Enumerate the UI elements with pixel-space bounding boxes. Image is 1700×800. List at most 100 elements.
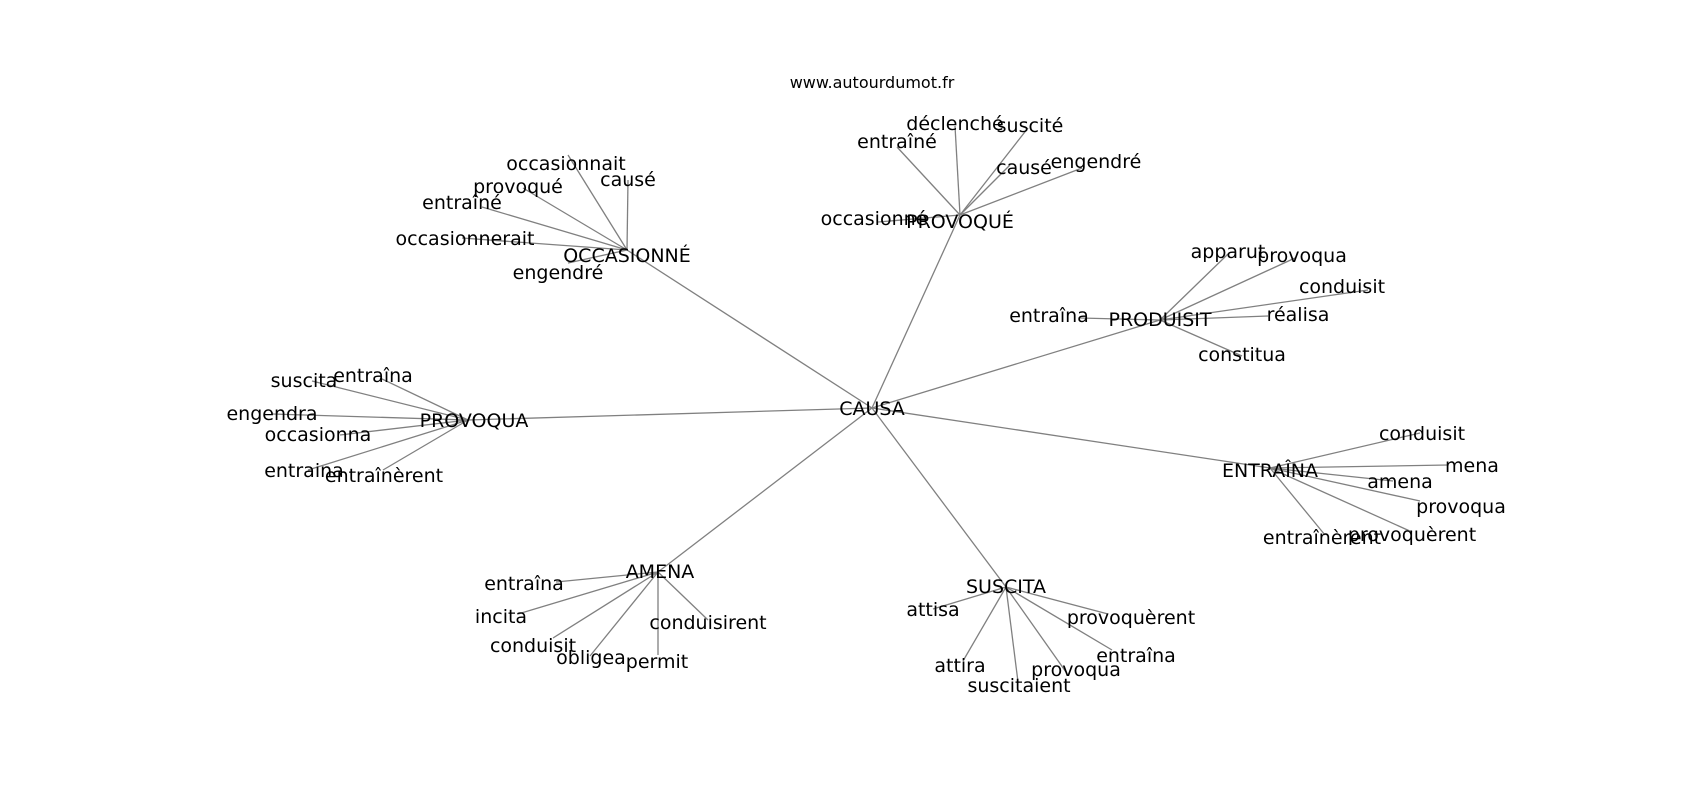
edge-hub-to-leaf [959, 167, 1083, 216]
leaf-word[interactable]: conduisirent [649, 612, 766, 634]
edge-hub-to-leaf [1005, 586, 1109, 615]
leaf-word[interactable]: entraîna [484, 573, 564, 595]
leaf-word[interactable]: causé [600, 169, 656, 191]
edge-hub-to-leaf [1079, 317, 1161, 321]
leaf-word[interactable]: provoquèrent [1067, 607, 1195, 629]
leaf-word[interactable]: conduisit [1299, 276, 1385, 298]
edge-hub-to-leaf [1159, 315, 1269, 321]
edge-center-to-hub [467, 407, 873, 421]
leaf-word[interactable]: engendra [226, 403, 317, 425]
edge-hub-to-leaf [589, 571, 659, 657]
edge-hub-to-leaf [1269, 467, 1326, 536]
edge-hub-to-leaf [567, 249, 628, 264]
edge-hub-to-leaf [552, 571, 659, 639]
leaf-word[interactable]: conduisit [490, 635, 576, 657]
edge-hub-to-leaf [1159, 289, 1369, 321]
leaf-word[interactable]: provoqua [1031, 659, 1121, 681]
edge-hub-to-leaf [481, 206, 628, 251]
leaf-word[interactable]: entraina [264, 460, 344, 482]
leaf-word[interactable]: entraîna [333, 365, 413, 387]
edge-hub-to-leaf [1269, 432, 1421, 469]
leaf-word[interactable]: entraîné [857, 131, 937, 153]
edge-center-to-hub [871, 214, 961, 409]
hub-word[interactable]: OCCASIONNÉ [563, 244, 691, 267]
edge-hub-to-leaf [1269, 467, 1421, 502]
edge-hub-to-leaf [555, 571, 659, 583]
edge-hub-to-leaf [461, 237, 628, 251]
edge-center-to-hub [871, 407, 1271, 469]
leaf-word[interactable]: provoqua [1257, 245, 1347, 267]
leaf-word[interactable]: engendré [513, 262, 604, 284]
edge-hub-to-leaf [1005, 586, 1113, 651]
leaf-word[interactable]: occasionné [821, 208, 928, 230]
leaf-word[interactable]: entraînèrent [1263, 527, 1381, 549]
leaf-word[interactable]: obligea [556, 647, 626, 669]
edge-hub-to-leaf [517, 571, 659, 615]
leaf-word[interactable]: entraîna [1096, 645, 1176, 667]
leaf-word[interactable]: causé [996, 157, 1052, 179]
edge-hub-to-leaf [657, 571, 709, 621]
edge-center-to-hub [871, 407, 1007, 588]
edge-hub-to-leaf [271, 413, 469, 421]
edge-hub-to-leaf [311, 380, 469, 421]
leaf-word[interactable]: occasionna [265, 424, 372, 446]
edge-hub-to-leaf [896, 146, 961, 216]
center-word[interactable]: CAUSA [839, 398, 905, 420]
leaf-word[interactable]: provoquèrent [1348, 524, 1476, 546]
edge-hub-to-leaf [626, 179, 629, 251]
leaf-word[interactable]: apparut [1191, 241, 1266, 263]
leaf-word[interactable]: déclenché [906, 113, 1003, 135]
edge-hub-to-leaf [959, 164, 1011, 216]
edge-hub-to-leaf [1269, 467, 1413, 533]
leaf-word[interactable]: attisa [906, 599, 959, 621]
leaf-word[interactable]: incita [475, 606, 527, 628]
edge-hub-to-leaf [1269, 464, 1449, 469]
leaf-word[interactable]: entraîné [422, 192, 502, 214]
leaf-word[interactable]: entraînèrent [325, 465, 443, 487]
leaf-word[interactable]: conduisit [1379, 423, 1465, 445]
edge-hub-to-leaf [1159, 319, 1243, 357]
edge-hub-to-leaf [1269, 467, 1394, 482]
edge-center-to-hub [871, 319, 1161, 409]
leaf-word[interactable]: attira [934, 655, 985, 677]
edge-center-to-hub [657, 407, 873, 573]
edge-hub-to-leaf [1005, 586, 1067, 673]
hub-word[interactable]: PROVOQUA [420, 410, 529, 432]
leaf-word[interactable]: occasionnait [506, 153, 625, 175]
leaf-word[interactable]: permit [626, 651, 688, 673]
edge-hub-to-leaf [1159, 253, 1229, 321]
edge-hub-to-leaf [339, 419, 469, 436]
leaf-word[interactable]: mena [1445, 455, 1499, 477]
leaf-word[interactable]: provoqua [1416, 496, 1506, 518]
leaf-word[interactable]: réalisa [1267, 304, 1330, 326]
leaf-word[interactable]: occasionnerait [396, 228, 535, 250]
leaf-word[interactable]: provoqué [473, 176, 563, 198]
edge-hub-to-leaf [962, 586, 1007, 662]
leaf-word[interactable]: amena [1367, 471, 1433, 493]
labels-layer: www.autourdumot.fr CAUSA occasionnaitcau… [226, 73, 1505, 697]
edge-hub-to-leaf [1005, 586, 1019, 683]
edge-hub-to-leaf [567, 154, 628, 251]
leaf-word[interactable]: entraîna [1009, 305, 1089, 327]
leaf-word[interactable]: suscita [271, 370, 338, 392]
hub-word[interactable]: SUSCITA [966, 576, 1046, 598]
edge-center-to-hub [626, 249, 873, 409]
edge-hub-to-leaf [954, 125, 961, 216]
edge-hub-to-leaf [382, 419, 469, 471]
edge-hub-to-leaf [932, 586, 1007, 610]
edge-hub-to-leaf [307, 419, 469, 471]
leaf-word[interactable]: suscitaient [967, 675, 1070, 697]
leaf-word[interactable]: constitua [1198, 344, 1286, 366]
edge-hub-to-leaf [877, 214, 961, 223]
edge-hub-to-leaf [379, 377, 469, 421]
edge-hub-to-leaf [1159, 257, 1296, 321]
hub-word[interactable]: PRODUISIT [1108, 309, 1211, 331]
edges-layer [271, 125, 1449, 683]
hub-word[interactable]: AMENA [626, 561, 695, 583]
hub-word[interactable]: ENTRAÎNA [1222, 459, 1318, 482]
hub-word[interactable]: PROVOQUÉ [906, 210, 1014, 233]
edge-hub-to-leaf [959, 127, 1029, 216]
leaf-word[interactable]: engendré [1051, 151, 1142, 173]
leaf-word[interactable]: suscité [997, 115, 1064, 137]
